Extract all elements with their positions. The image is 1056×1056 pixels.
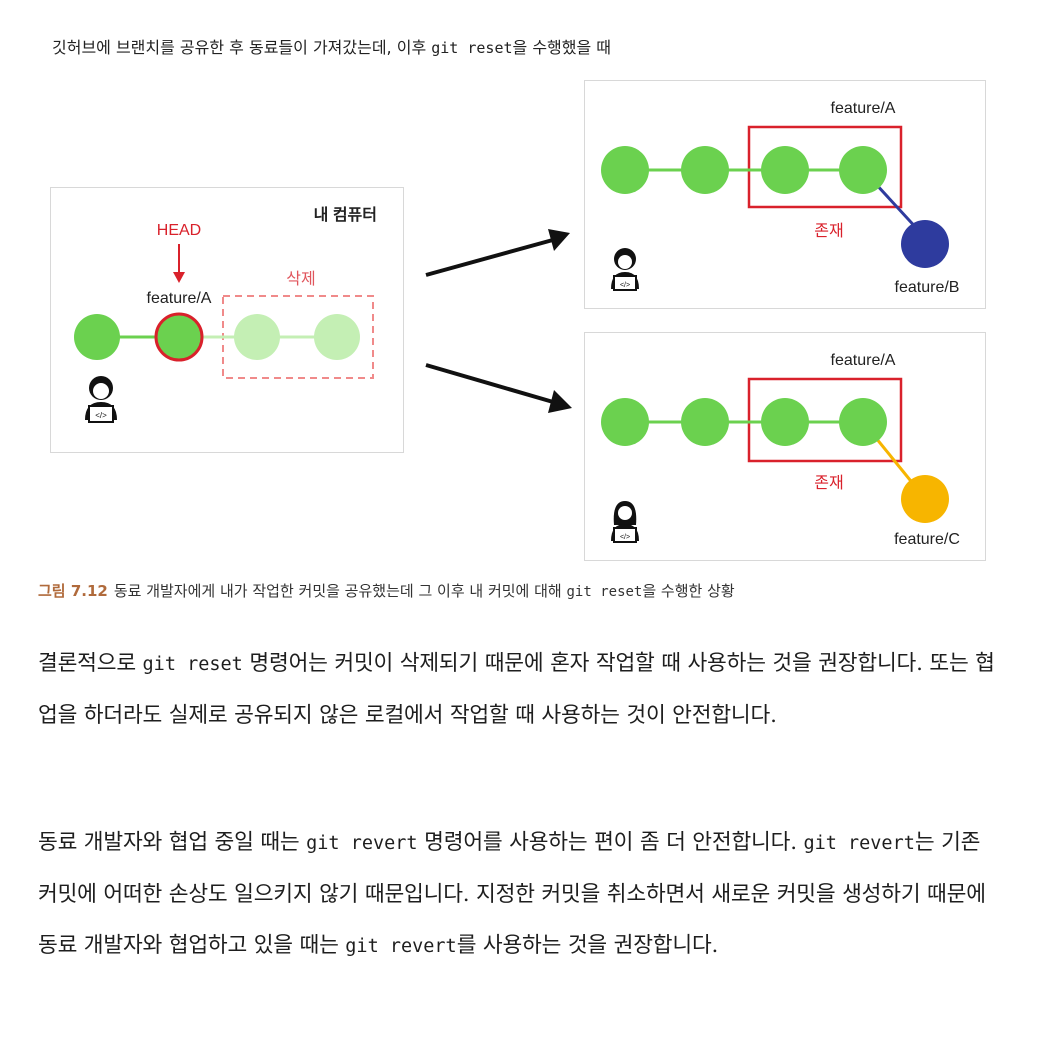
commit-node	[601, 398, 649, 446]
arrow-head-b	[548, 229, 570, 251]
figure-number: 그림 7.12	[38, 582, 108, 600]
arrow-to-colleague-b	[425, 236, 561, 277]
commit-node	[761, 398, 809, 446]
caption-code: git reset	[566, 584, 643, 600]
arrow-to-colleague-c	[425, 363, 561, 406]
svg-text:</>: </>	[620, 282, 630, 289]
developer-icon: </>	[611, 248, 639, 291]
commit-node	[839, 398, 887, 446]
paragraph-text: 결론적으로	[38, 651, 143, 676]
commit-node	[601, 146, 649, 194]
inline-code: git revert	[345, 936, 457, 957]
arrow-head-c	[548, 390, 572, 413]
developer-icon: </>	[611, 501, 639, 543]
svg-text:</>: </>	[620, 534, 630, 541]
local-history-graph: 내 컴퓨터 HEAD feature/A 삭제 </>	[74, 205, 377, 423]
colleague-c-history-graph: feature/A 존재 feature/C </>	[601, 352, 960, 548]
diagram-title: 깃허브에 브랜치를 공유한 후 동료들이 가져갔는데, 이후 git reset…	[52, 34, 611, 58]
caption-text: 동료 개발자에게 내가 작업한 커밋을 공유했는데 그 이후 내 커밋에 대해	[113, 582, 567, 600]
diagram-title-code: git reset	[431, 39, 513, 57]
inline-code: git reset	[142, 654, 243, 675]
deleted-commit-node	[234, 314, 280, 360]
diagram-title-text-end: 을 수행했을 때	[512, 38, 612, 57]
exists-label: 존재	[814, 222, 843, 240]
inline-code: git revert	[803, 833, 915, 854]
exists-label: 존재	[814, 474, 843, 492]
local-computer-panel: 내 컴퓨터 HEAD feature/A 삭제 </>	[50, 187, 404, 453]
body-paragraph-2: 동료 개발자와 협업 중일 때는 git revert 명령어를 사용하는 편이…	[38, 817, 1000, 972]
paragraph-text: 를 사용하는 것을 권장합니다.	[456, 933, 719, 958]
commit-node	[681, 146, 729, 194]
developer-icon: </>	[85, 376, 117, 423]
feature-b-commit-node	[901, 220, 949, 268]
paragraph-text: 는 기존 커밋에 어떠한 손상도 일으키지 않기 때문입니다. 지정한 커밋을 …	[38, 830, 986, 958]
head-arrow-tip	[173, 272, 185, 283]
inline-code: git revert	[306, 833, 418, 854]
deleted-commit-node	[314, 314, 360, 360]
branch-label-feature-a: feature/A	[147, 290, 212, 307]
sharing-arrows	[425, 229, 572, 413]
existing-commits-box	[747, 377, 903, 463]
body-paragraph-1: 결론적으로 git reset 명령어는 커밋이 삭제되기 때문에 혼자 작업할…	[38, 638, 1000, 741]
head-commit-node	[154, 312, 204, 362]
local-panel-label: 내 컴퓨터	[314, 205, 377, 224]
colleague-b-panel: feature/A 존재 feature/B </>	[584, 80, 986, 309]
svg-text:</>: </>	[95, 411, 107, 420]
feature-c-commit-node	[901, 475, 949, 523]
branch-label-feature-c: feature/C	[894, 531, 960, 548]
colleague-b-history-graph: feature/A 존재 feature/B </>	[601, 100, 960, 296]
paragraph-text: 명령어는 커밋이 삭제되기 때문에 혼자 작업할 때 사용하는 것을 권장합니다…	[38, 651, 995, 728]
paragraph-text: 명령어를 사용하는 편이 좀 더 안전합니다.	[417, 830, 804, 855]
diagram-title-text: 깃허브에 브랜치를 공유한 후 동료들이 가져갔는데, 이후	[52, 38, 432, 57]
colleague-c-panel: feature/A 존재 feature/C </>	[584, 332, 986, 561]
caption-text-end: 을 수행한 상황	[642, 582, 735, 600]
branch-label-feature-a: feature/A	[831, 100, 896, 117]
branch-label-feature-a: feature/A	[831, 352, 896, 369]
figure-caption: 그림 7.12 동료 개발자에게 내가 작업한 커밋을 공유했는데 그 이후 내 …	[38, 580, 735, 601]
commit-node	[681, 398, 729, 446]
commit-node	[761, 146, 809, 194]
paragraph-text: 동료 개발자와 협업 중일 때는	[38, 830, 307, 855]
commit-node	[74, 314, 120, 360]
deleted-label: 삭제	[286, 270, 315, 288]
existing-commits-box	[747, 125, 903, 209]
commit-node	[839, 146, 887, 194]
branch-label-feature-b: feature/B	[895, 279, 960, 296]
head-label: HEAD	[157, 222, 201, 239]
